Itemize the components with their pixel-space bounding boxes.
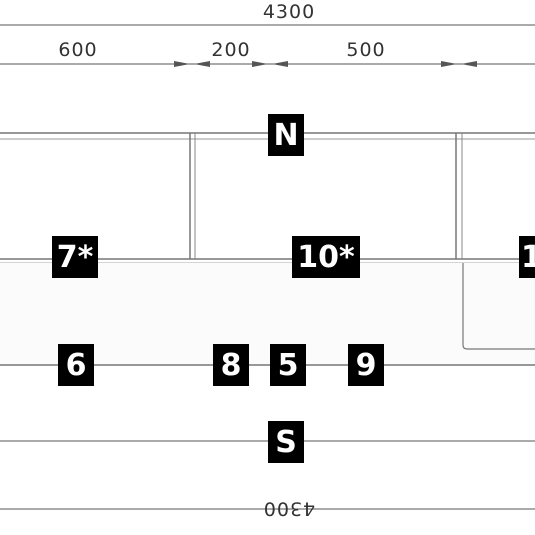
dimension-arrow [461,61,477,67]
overall-top-dimension: 4300 [263,1,315,23]
segment-dimension-500: 500 [346,39,385,61]
module-tag-10: 10* [292,236,360,278]
segment-dimension-600: 600 [58,39,97,61]
dimension-arrow [441,61,457,67]
dimension-arrow [194,61,210,67]
dimension-arrow [174,61,190,67]
appliance-outline [462,263,535,350]
dimension-arrow [252,61,268,67]
module-tag-edge: 1 [519,236,535,278]
overall-bottom-dimension: 4300 [263,497,315,519]
module-tag-8: 8 [213,344,249,386]
south-label: S [268,421,304,463]
module-tag-7: 7* [52,236,98,278]
segment-dimension-200: 200 [211,39,250,61]
dimension-arrow [272,61,288,67]
module-tag-5: 5 [270,344,306,386]
module-tag-6: 6 [58,344,94,386]
north-label: N [268,114,304,156]
module-tag-9: 9 [348,344,384,386]
